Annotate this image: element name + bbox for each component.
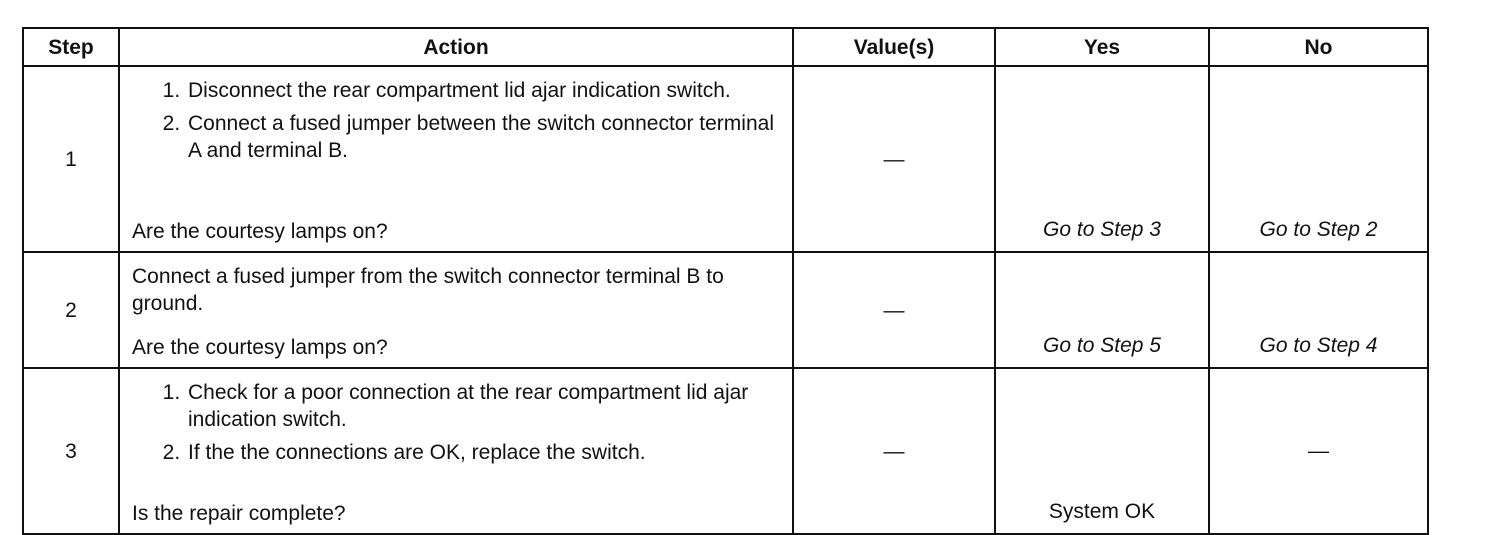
yes-outcome: Go to Step 3 bbox=[1043, 218, 1161, 241]
header-step: Step bbox=[22, 27, 120, 67]
diagnostic-table: Step Action Value(s) Yes No 1 Disconnect… bbox=[22, 27, 1429, 535]
action-list: Disconnect the rear compartment lid ajar… bbox=[132, 77, 778, 164]
no-cell: Go to Step 4 bbox=[1208, 251, 1429, 369]
value-cell: — bbox=[792, 65, 996, 253]
yes-outcome: System OK bbox=[1048, 500, 1156, 523]
action-item: If the the connections are OK, replace t… bbox=[186, 439, 778, 466]
action-question: Is the repair complete? bbox=[132, 502, 346, 525]
step-number: 2 bbox=[22, 251, 120, 369]
action-cell: Connect a fused jumper from the switch c… bbox=[118, 251, 794, 369]
action-text: Connect a fused jumper from the switch c… bbox=[132, 265, 724, 315]
step-number: 3 bbox=[22, 367, 120, 535]
action-question: Are the courtesy lamps on? bbox=[132, 336, 388, 359]
yes-cell: Go to Step 5 bbox=[994, 251, 1210, 369]
value-cell: — bbox=[792, 367, 996, 535]
header-yes: Yes bbox=[994, 27, 1210, 67]
no-outcome: Go to Step 2 bbox=[1259, 218, 1378, 241]
table-row: 3 Check for a poor connection at the rea… bbox=[22, 367, 1429, 535]
no-cell: Go to Step 2 bbox=[1208, 65, 1429, 253]
action-cell: Disconnect the rear compartment lid ajar… bbox=[118, 65, 794, 253]
yes-cell: Go to Step 3 bbox=[994, 65, 1210, 253]
no-outcome: — bbox=[1308, 439, 1329, 463]
action-item: Connect a fused jumper between the switc… bbox=[186, 110, 778, 164]
table-row: 2 Connect a fused jumper from the switch… bbox=[22, 251, 1429, 369]
step-number: 1 bbox=[22, 65, 120, 253]
header-row: Step Action Value(s) Yes No bbox=[22, 27, 1429, 67]
value-cell: — bbox=[792, 251, 996, 369]
yes-cell: System OK bbox=[994, 367, 1210, 535]
header-no: No bbox=[1208, 27, 1429, 67]
action-item: Check for a poor connection at the rear … bbox=[186, 379, 778, 433]
action-list: Check for a poor connection at the rear … bbox=[132, 379, 778, 466]
yes-outcome: Go to Step 5 bbox=[1043, 334, 1161, 357]
header-values: Value(s) bbox=[792, 27, 996, 67]
table-row: 1 Disconnect the rear compartment lid aj… bbox=[22, 65, 1429, 253]
action-item: Disconnect the rear compartment lid ajar… bbox=[186, 77, 778, 104]
action-cell: Check for a poor connection at the rear … bbox=[118, 367, 794, 535]
no-cell: — bbox=[1208, 367, 1429, 535]
action-question: Are the courtesy lamps on? bbox=[132, 220, 388, 243]
no-outcome: Go to Step 4 bbox=[1259, 334, 1378, 357]
header-action: Action bbox=[118, 27, 794, 67]
